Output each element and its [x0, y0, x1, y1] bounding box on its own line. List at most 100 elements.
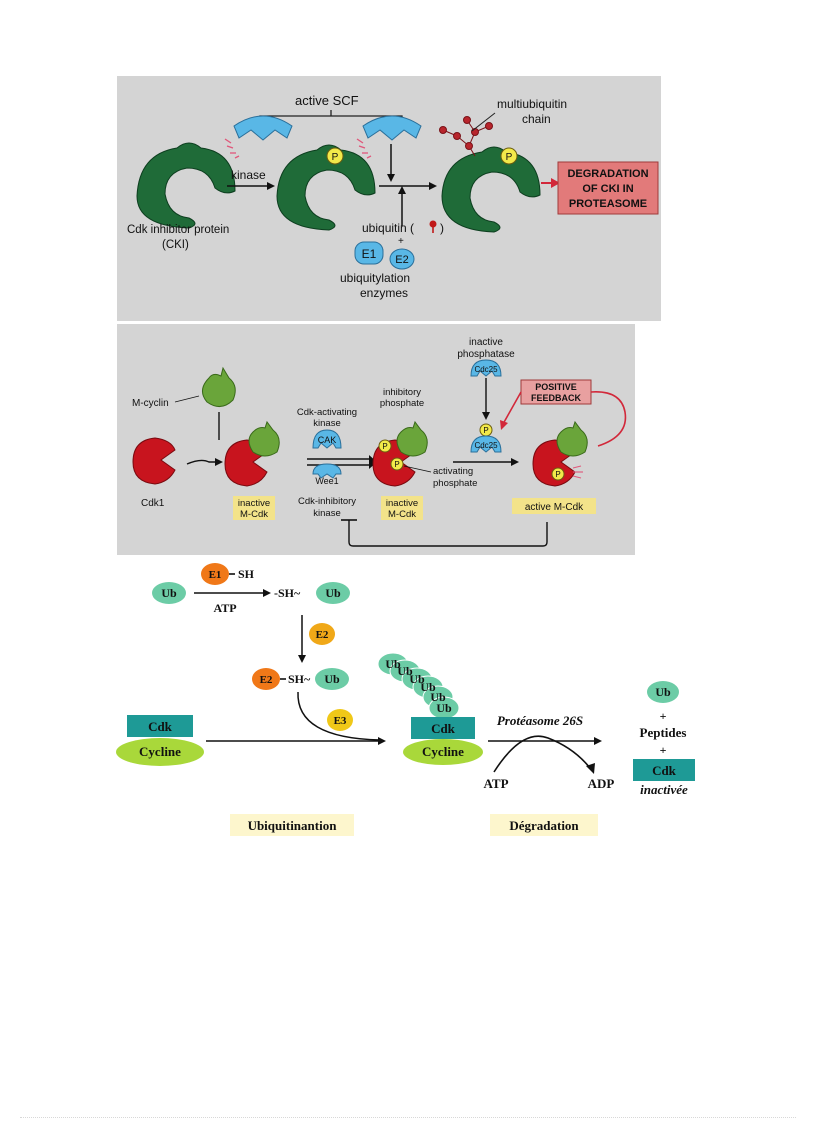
cdk-box	[411, 717, 475, 739]
cycline-label: Cycline	[422, 744, 464, 759]
cdk-box	[633, 759, 695, 781]
cdc25-label: Cdc25	[474, 365, 498, 374]
cdk-activating-label: Cdk-activating	[297, 407, 357, 418]
page-bottom-divider	[20, 1117, 796, 1118]
phosphate-label: P	[483, 426, 488, 435]
arrowhead-icon	[215, 458, 223, 466]
degradation-line: OF CKI IN	[582, 183, 633, 195]
inactive-phosphatase-label: inactive	[469, 337, 503, 348]
inactive-mcdk-badge	[233, 496, 275, 520]
phosphate-label: P	[332, 152, 339, 163]
scf-ubiquitination-panel: active SCF Cdk inhibitor protein (CKI) k…	[117, 76, 661, 321]
atp-label: ATP	[213, 601, 236, 615]
ubiquitination-stage-badge	[230, 814, 354, 836]
scf-protein-icon	[233, 115, 293, 141]
cdc25-label: Cdc25	[474, 441, 498, 450]
e2-label: E2	[260, 674, 273, 686]
ubiquitin-icon	[315, 668, 349, 690]
phosphate-label: P	[506, 152, 513, 163]
sh-thioester-label: -SH~	[274, 586, 301, 600]
plus-sign: +	[660, 743, 667, 757]
arrowhead-icon	[551, 178, 560, 188]
active-mcdk-badge	[512, 498, 596, 514]
ub-label: Ub	[420, 680, 436, 694]
activating-phosphate-icon	[390, 457, 404, 471]
phosphate-label: P	[555, 470, 560, 479]
cki-protein-icon	[276, 144, 376, 231]
e2-enzyme-icon	[252, 668, 280, 690]
activating-phosphate-icon	[551, 467, 565, 481]
polyubiquitin-chain-icon	[377, 652, 460, 720]
cki-label: Cdk inhibitor protein	[127, 224, 229, 236]
ub-label: Ub	[430, 690, 446, 704]
e3-enzyme-icon	[327, 709, 353, 731]
inactivee-label: inactivée	[640, 782, 688, 797]
inactive-mcdk-label: inactive	[386, 498, 418, 509]
degradation-box	[557, 161, 659, 215]
scf-activity-rays-icon	[356, 138, 372, 159]
ubiquitin-icon	[316, 582, 350, 604]
ubiquitin-icon	[152, 582, 186, 604]
arrowhead-icon	[263, 589, 271, 597]
e3-transfer-arrow	[297, 691, 381, 741]
activating-phosphate-label: activating	[433, 466, 473, 477]
active-mcdk-label: active M-Cdk	[525, 502, 584, 513]
ubiquitin-icon	[429, 220, 437, 228]
arrowhead-icon	[594, 737, 602, 745]
e1-label: E1	[209, 569, 222, 581]
cdk-label: Cdk	[148, 719, 173, 734]
cycline-label: Cycline	[139, 744, 181, 759]
degradation-stage-badge	[490, 814, 598, 836]
e1-label: E1	[362, 247, 377, 261]
mcdk-activation-panel: inactive phosphatase Cdc25 POSITIVE FEED…	[117, 324, 635, 555]
ub-label: Ub	[655, 685, 671, 699]
ubiquitin-label: ubiquitin (	[362, 221, 414, 235]
cki-protein-icon	[136, 142, 236, 229]
cki-label-abbrev: (CKI)	[162, 239, 189, 251]
e1-enzyme-icon	[201, 563, 229, 585]
positive-feedback-arrow-2	[502, 391, 522, 425]
phosphate-icon	[500, 147, 518, 165]
activating-pointer	[403, 465, 432, 473]
cki-protein-icon	[441, 146, 541, 233]
atp-label: ATP	[483, 776, 508, 791]
proteasome-label: Protéasome 26S	[497, 713, 583, 728]
active-scf-label: active SCF	[295, 93, 359, 108]
plus-sign: +	[660, 709, 667, 723]
ubiquitination-degradation-panel: Ub E1 SH ATP -SH~ Ub E2 E2 SH~ Ub E3 Cdk…	[110, 560, 710, 845]
arrowhead-icon	[482, 412, 490, 420]
ub-label: Ub	[161, 586, 177, 600]
degradation-line: DEGRADATION	[567, 168, 648, 180]
arrowhead-icon	[387, 174, 395, 182]
scf-protein-icon	[362, 115, 422, 141]
inactive-mcdk-badge	[381, 496, 423, 520]
positive-feedback-label-2: FEEDBACK	[531, 393, 582, 403]
atp-hydrolysis-arrow	[493, 735, 591, 773]
cyclin-subunit-icon	[396, 420, 428, 457]
ubiquitin-icon	[647, 681, 679, 703]
degradation-line: PROTEASOME	[569, 198, 647, 210]
peptides-label: Peptides	[640, 725, 687, 740]
m-cyclin-pointer	[174, 395, 200, 403]
cdk1-label: Cdk1	[141, 498, 165, 509]
inactive-phosphatase-label-2: phosphatase	[457, 349, 515, 360]
cycline-ellipse	[116, 738, 204, 766]
inhibition-feedback-line	[348, 520, 548, 547]
cdk-activating-label-2: kinase	[313, 418, 340, 429]
ub-label: Ub	[324, 672, 340, 686]
cycline-ellipse	[403, 739, 483, 765]
arrowhead-icon	[511, 458, 519, 466]
multiubiquitin-chain-icon	[439, 116, 493, 157]
inactive-mcdk-label: inactive	[238, 498, 270, 509]
ub-label: Ub	[397, 664, 413, 678]
multiubiquitin-label: multiubiquitin	[497, 97, 567, 111]
sh-label: SH	[238, 567, 255, 581]
phosphate-icon	[326, 147, 344, 165]
cak-label: CAK	[318, 435, 337, 445]
inhibitory-phosphate-label-2: phosphate	[380, 398, 424, 409]
inactive-mcdk-label-2: M-Cdk	[388, 509, 416, 520]
inhibitory-phosphate-icon	[378, 439, 392, 453]
m-cyclin-label: M-cyclin	[132, 398, 169, 409]
wee1-label: Wee1	[315, 476, 338, 486]
ub-label: Ub	[409, 672, 425, 686]
